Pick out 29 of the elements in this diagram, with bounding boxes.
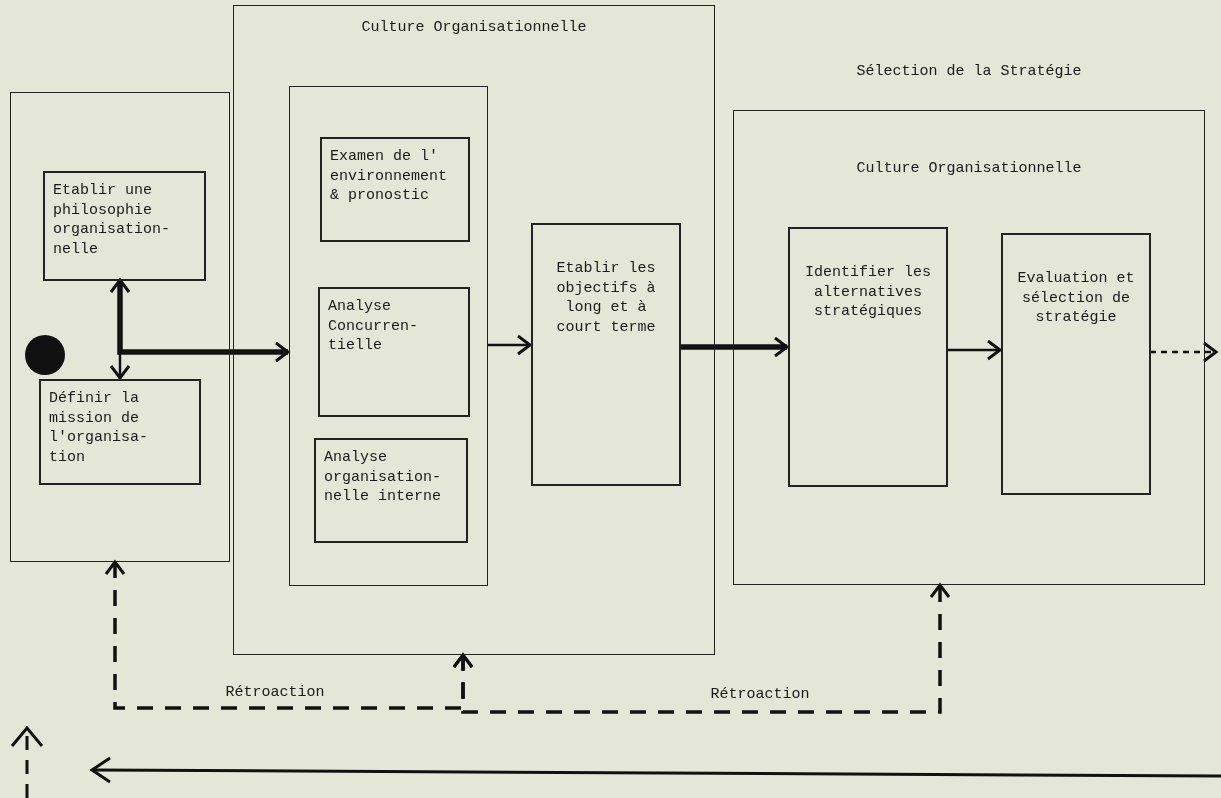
arrow (109, 278, 131, 380)
group-title: Culture Organisationnelle (856, 159, 1082, 179)
group-box (233, 5, 715, 655)
process-box (39, 379, 201, 485)
process-text: Examen de l' environnement & pronostic (330, 147, 449, 206)
process-text: Etablir une philosophie organisation- nelle (53, 181, 172, 259)
process-text: Analyse Concurren- tielle (328, 297, 419, 356)
stage-title: Sélection de la Stratégie (855, 63, 1083, 80)
group-box (289, 86, 488, 586)
process-text: Etablir les objectifs à long et à court terme (555, 259, 657, 337)
process-text: Evaluation et sélection de stratégie (1016, 269, 1136, 328)
process-text: Analyse organisation- nelle interne (324, 448, 443, 507)
process-box (318, 287, 470, 417)
arrow (487, 334, 532, 356)
process-box (320, 137, 470, 242)
feedback-arrow (1150, 341, 1218, 363)
process-box (43, 171, 206, 281)
group-title: Culture Organisationnelle (361, 18, 587, 38)
arrow (947, 339, 1002, 361)
process-box (314, 438, 468, 543)
feedback-arrow (452, 583, 951, 714)
process-text: Définir la mission de l'organisa- tion (49, 389, 150, 467)
process-box (788, 227, 948, 487)
group-box (10, 92, 230, 562)
process-box (1001, 233, 1151, 495)
arrow (680, 336, 789, 358)
arrow (117, 280, 290, 363)
process-box (531, 223, 681, 486)
process-text: Identifier les alternatives stratégiques (804, 263, 932, 322)
